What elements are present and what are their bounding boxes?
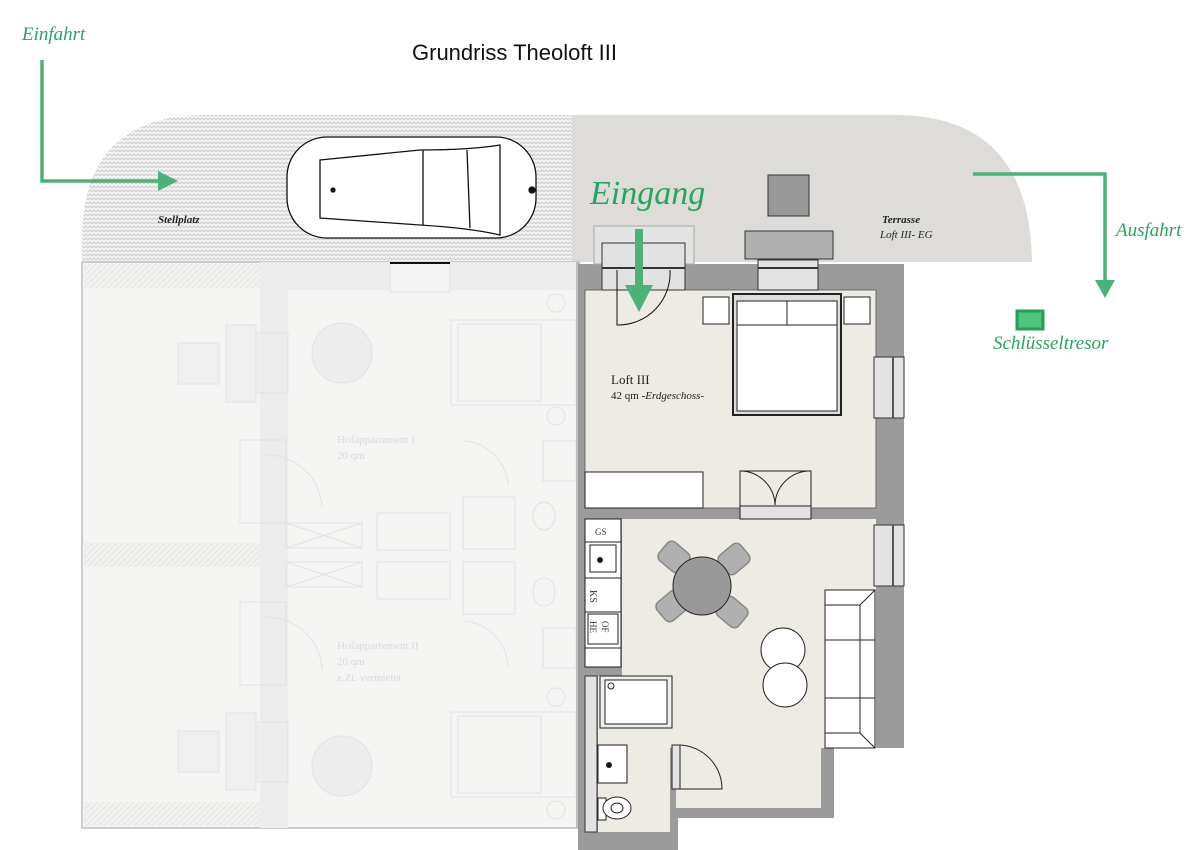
terrace-sublabel: Loft III- EG — [880, 229, 933, 241]
loft-floor: -Erdgeschoss- — [641, 390, 705, 402]
kitchen-unit — [584, 518, 622, 668]
washbasin — [597, 744, 628, 784]
hofappartement-1-area: 20 qm — [337, 450, 365, 462]
toilet — [597, 796, 632, 821]
entry-door — [593, 225, 695, 326]
hofappartement-1-name: Hofappartement I — [337, 434, 415, 446]
oven-label: OF — [600, 621, 610, 633]
desk — [584, 471, 704, 509]
fridge-label: KS — [587, 590, 598, 603]
bed — [732, 293, 842, 416]
arrow-down-icon — [973, 172, 1107, 282]
nightstand-left — [702, 296, 730, 325]
terrace-label: Terrasse — [882, 214, 921, 226]
dining-table — [655, 540, 751, 629]
hofappartement-2-name: Hofappartement II — [337, 640, 419, 652]
loft-area: 42 qm — [611, 390, 639, 402]
loft-details: 42 qm -Erdgeschoss- — [611, 390, 704, 402]
entrance-label: Eingang — [590, 175, 706, 212]
dishwasher-label: GS — [595, 527, 607, 537]
pouf — [762, 662, 808, 708]
drive-in-label: Einfahrt — [22, 24, 86, 45]
bathroom-door — [671, 744, 723, 790]
wardrobe-door — [739, 470, 812, 520]
entry-arrow-icon — [625, 229, 653, 312]
arrow-right-icon — [40, 60, 160, 183]
car-icon — [286, 136, 537, 239]
nightstand-right — [843, 296, 871, 325]
hofappartement-2-area: 20 qm — [337, 656, 365, 668]
key-safe-icon — [1015, 309, 1045, 331]
hofappartement-2-status: z.Zt. vermietet — [337, 672, 402, 684]
stove-label: HE — [588, 621, 598, 633]
sofa — [824, 589, 876, 749]
parking-label: Stellplatz — [158, 214, 200, 226]
window — [873, 356, 905, 419]
window — [873, 524, 905, 587]
key-safe-label: Schlüsseltresor — [993, 333, 1109, 354]
drive-out-label: Ausfahrt — [1116, 220, 1182, 241]
shower — [599, 675, 673, 729]
terrace-table — [767, 174, 810, 217]
loft-name: Loft III — [611, 372, 650, 387]
neighbor-apartments — [81, 261, 580, 829]
page-title: Grundriss Theoloft III — [412, 40, 618, 65]
terrace-bench — [744, 230, 834, 260]
